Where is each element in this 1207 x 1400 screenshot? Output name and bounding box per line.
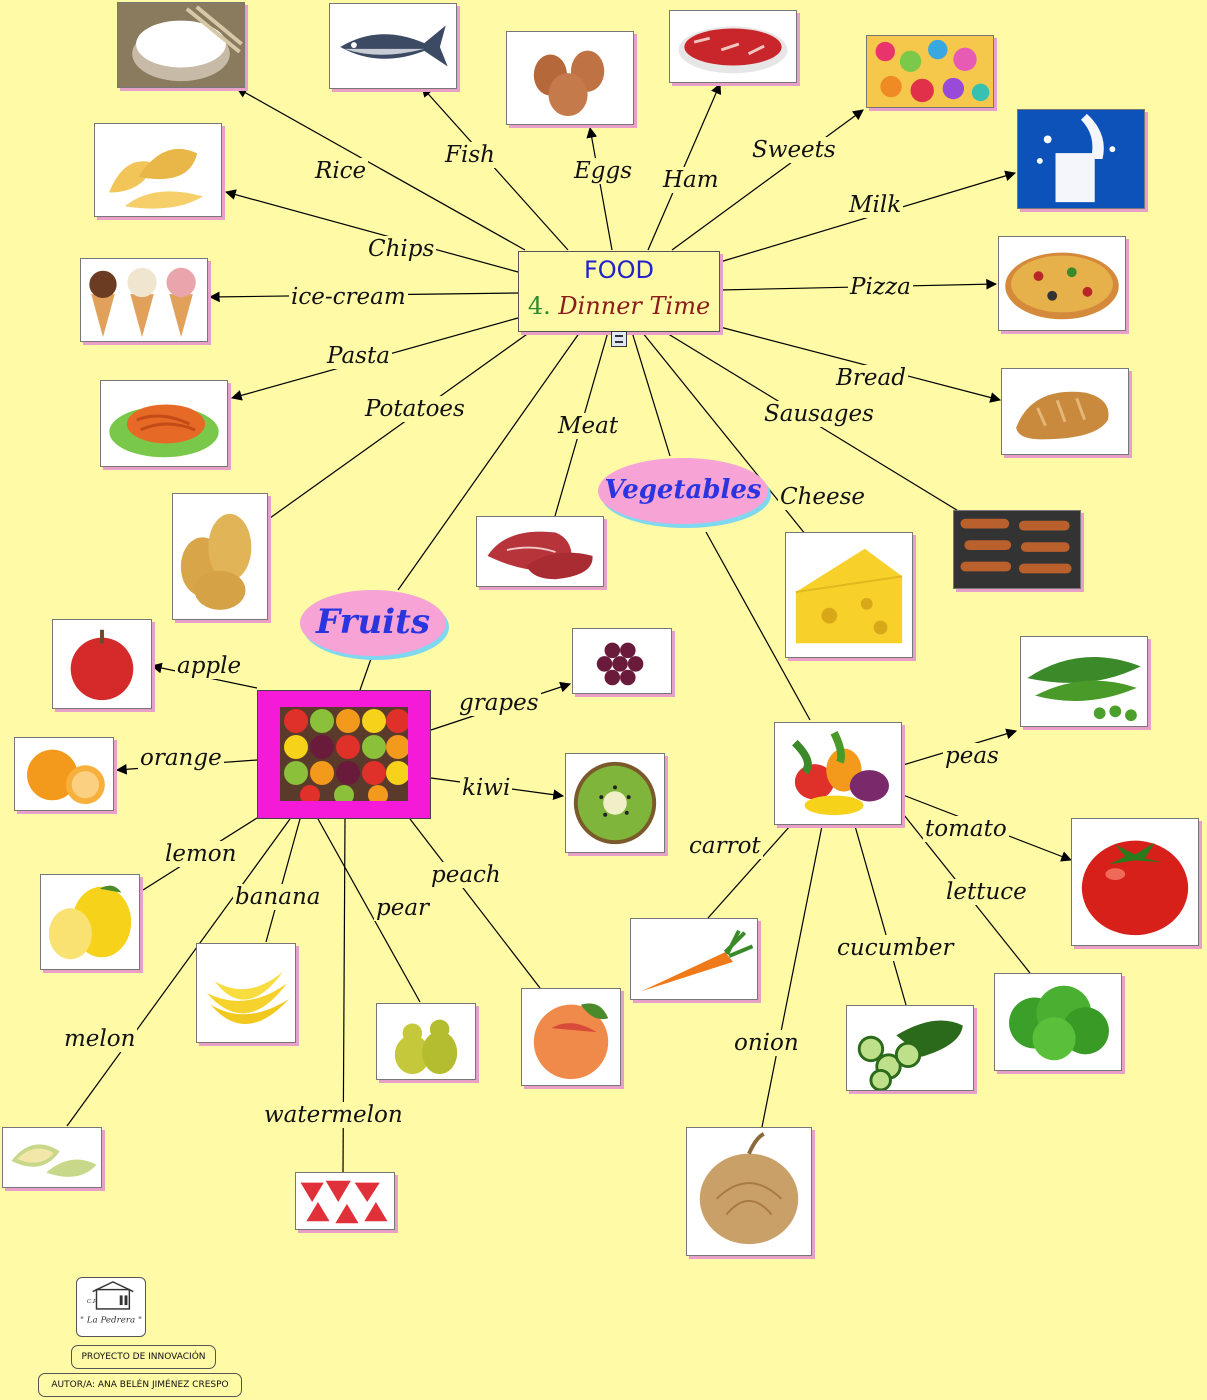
root-number: 4. [527,292,551,320]
carrot-image[interactable] [630,918,758,1000]
label-rice[interactable]: Rice [313,158,369,184]
cucumber-image[interactable] [846,1005,974,1091]
label-ice-cream[interactable]: ice-cream [289,284,408,310]
orange-image[interactable] [14,737,114,811]
label-pasta[interactable]: Pasta [325,343,392,369]
lemon-image[interactable] [40,874,140,970]
lettuce-image[interactable] [994,973,1122,1071]
label-ham[interactable]: Ham [661,167,721,193]
label-melon[interactable]: melon [62,1026,138,1052]
root-node[interactable]: FOOD 4. Dinner Time [518,251,720,332]
label-apple[interactable]: apple [175,653,244,679]
root-subtitle: Dinner Time [558,292,711,320]
vegetables-topic[interactable]: Vegetables [598,458,768,524]
sweets-image[interactable] [866,35,994,108]
label-watermelon[interactable]: watermelon [262,1102,405,1128]
label-meat[interactable]: Meat [556,413,621,439]
fruits-image [280,707,408,801]
bread-image[interactable] [1001,368,1129,455]
fruits-topic[interactable]: Fruits [300,590,446,656]
fish-image[interactable] [329,3,457,89]
label-sweets[interactable]: Sweets [750,137,838,163]
banana-image[interactable] [196,943,296,1043]
author-credit: AUTOR/A: ANA BELÉN JIMÉNEZ CRESPO [38,1373,242,1397]
logo-initials: C.P. [87,1299,98,1305]
label-peach[interactable]: peach [429,862,503,888]
label-kiwi[interactable]: kiwi [460,775,513,801]
ham-image[interactable] [669,10,797,83]
tomato-image[interactable] [1071,818,1199,946]
label-bread[interactable]: Bread [834,365,908,391]
label-milk[interactable]: Milk [847,192,904,218]
kiwi-image[interactable] [565,753,665,853]
label-eggs[interactable]: Eggs [572,158,635,184]
peach-image[interactable] [521,988,621,1086]
label-lemon[interactable]: lemon [163,841,239,867]
label-pear[interactable]: pear [374,895,432,921]
sausages-image[interactable] [953,510,1081,589]
label-cheese[interactable]: Cheese [778,484,868,510]
label-potatoes[interactable]: Potatoes [363,396,467,422]
milk-image[interactable] [1017,109,1145,209]
rice-image[interactable] [117,2,245,88]
label-orange[interactable]: orange [138,745,224,771]
label-cucumber[interactable]: cucumber [835,935,956,961]
school-logo: C.P. " La Pedrera " [76,1277,146,1337]
label-grapes[interactable]: grapes [457,690,541,716]
label-tomato[interactable]: tomato [923,816,1009,842]
label-fish[interactable]: Fish [443,142,497,168]
root-subtitle-line: 4. Dinner Time [519,292,719,320]
project-credit: PROYECTO DE INNOVACIÓN [71,1345,216,1369]
pasta-image[interactable] [100,380,228,467]
label-chips[interactable]: Chips [366,236,437,262]
grapes-image[interactable] [572,628,672,694]
logo-text: " La Pedrera " [80,1315,142,1325]
label-lettuce[interactable]: lettuce [944,879,1029,905]
potatoes-image[interactable] [172,493,268,620]
cheese-image[interactable] [785,532,913,658]
label-sausages[interactable]: Sausages [762,401,876,427]
label-banana[interactable]: banana [233,884,323,910]
ice-cream-image[interactable] [80,258,208,342]
peas-image[interactable] [1020,636,1148,727]
label-carrot[interactable]: carrot [687,833,763,859]
eggs-image[interactable] [506,31,634,125]
chips-image[interactable] [94,123,222,217]
label-pizza[interactable]: Pizza [848,274,913,300]
note-icon[interactable] [611,331,627,347]
fruits-image-frame[interactable] [257,690,431,819]
label-onion[interactable]: onion [732,1030,801,1056]
apple-image[interactable] [52,619,152,709]
label-peas[interactable]: peas [943,743,1001,769]
root-title: FOOD [583,256,655,284]
melon-image[interactable] [2,1127,102,1188]
vegetables-image[interactable] [774,722,902,825]
onion-image[interactable] [686,1127,812,1256]
meat-image[interactable] [476,516,604,587]
pear-image[interactable] [376,1003,476,1080]
watermelon-image[interactable] [295,1172,395,1230]
pizza-image[interactable] [998,236,1126,331]
